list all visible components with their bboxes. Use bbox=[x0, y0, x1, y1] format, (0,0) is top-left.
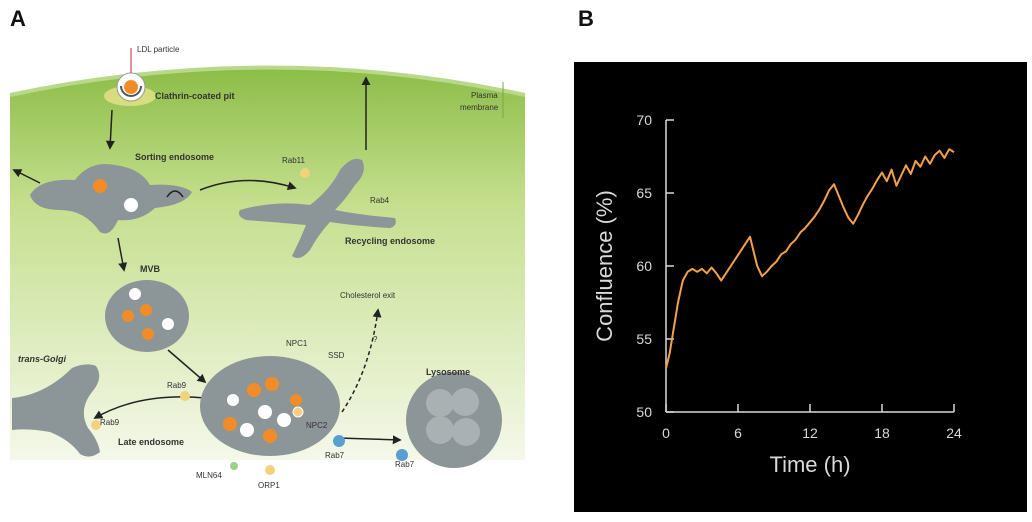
series-line bbox=[665, 148, 955, 369]
x-axis-label: Time (h) bbox=[769, 452, 850, 477]
panel-a-label: A bbox=[10, 6, 26, 31]
cell-cytoplasm bbox=[10, 67, 525, 460]
trans-golgi bbox=[12, 364, 100, 457]
y-tick-label: 65 bbox=[636, 185, 652, 201]
rab9-icon bbox=[180, 391, 190, 401]
ssd-label: SSD bbox=[328, 351, 345, 360]
rab7-label-2: Rab7 bbox=[395, 460, 415, 469]
rab7-icon bbox=[333, 435, 345, 447]
confluence-chart: 0 6 12 18 24 50 55 60 65 70 Time (h) Confluence (… bbox=[574, 62, 1027, 512]
x-tick-label: 12 bbox=[802, 425, 818, 441]
rab9-label-2: Rab9 bbox=[100, 418, 120, 427]
x-tick-label: 0 bbox=[662, 425, 670, 441]
rab9-label-1: Rab9 bbox=[167, 381, 187, 390]
plasma-label: Plasma bbox=[471, 91, 498, 100]
late-endosome bbox=[200, 356, 340, 456]
plasma-membrane bbox=[9, 65, 526, 97]
orp1-label: ORP1 bbox=[258, 481, 280, 490]
panel-b-label: B bbox=[578, 6, 594, 31]
rab11-icon bbox=[300, 168, 310, 178]
clathrin-coated-pit bbox=[104, 72, 156, 106]
sorting-endosome bbox=[30, 164, 192, 234]
membrane-label: membrane bbox=[460, 103, 499, 112]
mvb-label: MVB bbox=[140, 264, 161, 274]
orp1-icon bbox=[265, 465, 275, 475]
y-tick-label: 60 bbox=[636, 258, 652, 274]
npc2-label: NPC2 bbox=[306, 421, 328, 430]
mln64-icon bbox=[230, 462, 238, 470]
recycling-endosome-label: Recycling endosome bbox=[345, 236, 435, 246]
x-tick-label: 24 bbox=[946, 425, 962, 441]
endocytosis-diagram: LDL particle Clathrin-coated pit Plasma … bbox=[9, 45, 526, 490]
y-tick-label: 70 bbox=[636, 112, 652, 128]
clathrin-label: Clathrin-coated pit bbox=[155, 91, 235, 101]
rab9-icon bbox=[91, 420, 101, 430]
trans-golgi-label: trans-Golgi bbox=[18, 354, 67, 364]
rab4-label: Rab4 bbox=[370, 196, 390, 205]
question-mark: ? bbox=[373, 335, 378, 344]
confluence-chart-svg: 0 6 12 18 24 50 55 60 65 70 Time (h) Confluence (… bbox=[592, 112, 962, 477]
late-endosome-label: Late endosome bbox=[118, 437, 184, 447]
npc1-label: NPC1 bbox=[286, 339, 308, 348]
x-tick-label: 6 bbox=[734, 425, 742, 441]
cholesterol-exit-label: Cholesterol exit bbox=[340, 291, 396, 300]
rab7-icon bbox=[396, 449, 408, 461]
mln64-label: MLN64 bbox=[196, 471, 222, 480]
y-axis-label: Confluence (%) bbox=[592, 190, 617, 342]
recycling-endosome bbox=[238, 158, 396, 258]
rab11-label: Rab11 bbox=[282, 156, 306, 165]
x-tick-label: 18 bbox=[874, 425, 890, 441]
rab7-label-1: Rab7 bbox=[325, 451, 345, 460]
ldl-label: LDL particle bbox=[137, 45, 180, 54]
lysosome bbox=[406, 372, 502, 468]
y-tick-label: 55 bbox=[636, 331, 652, 347]
lysosome-label: Lysosome bbox=[426, 367, 470, 377]
sorting-endosome-label: Sorting endosome bbox=[135, 152, 214, 162]
y-tick-label: 50 bbox=[636, 404, 652, 420]
mvb bbox=[105, 280, 189, 352]
